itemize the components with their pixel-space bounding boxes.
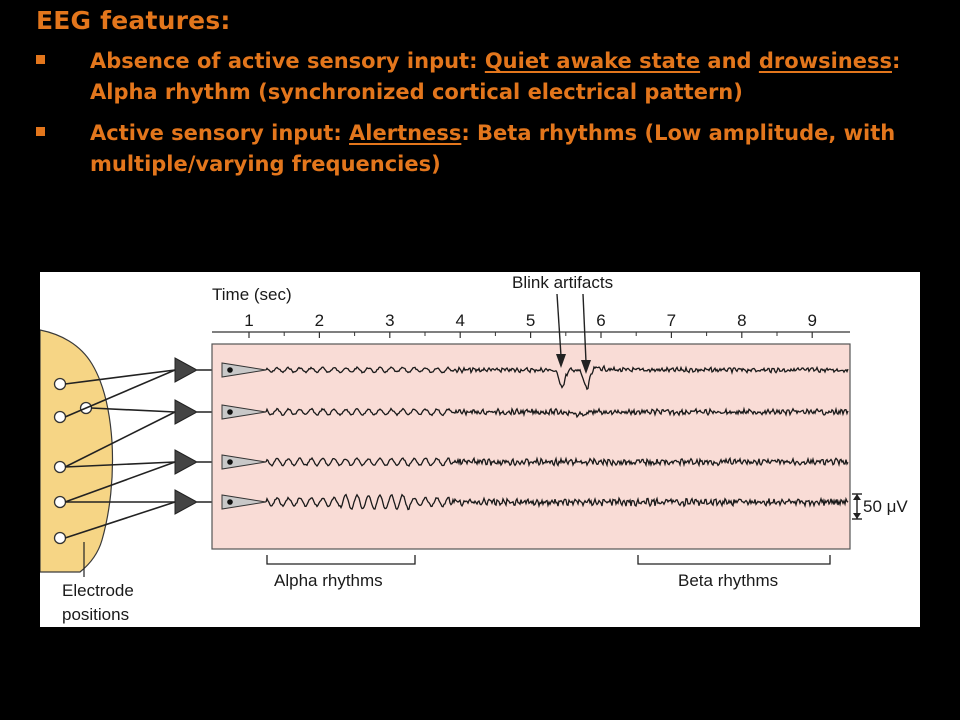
arrow-down-icon [581,360,591,374]
electrode-label-line2: positions [62,605,129,624]
pen-icon [221,404,267,420]
recording-panel [211,343,851,550]
bullet-text-part-underlined: Alertness [349,121,462,145]
time-tick-label: 2 [315,311,324,330]
electrode-dot [53,495,67,509]
bullet-text-part-underlined: Quiet awake state [484,49,701,73]
electrode-label-line1: Electrode [62,581,134,600]
slide-title: EEG features: [36,6,231,35]
bullet-text: Active sensory input: Alertness: Beta rh… [90,121,895,176]
pen-icons [221,362,267,510]
blink-artifacts-label: Blink artifacts [512,273,613,292]
bullet-text-part: Active sensory input: [90,121,350,145]
rhythm-brackets [266,555,831,565]
bullet-item: Absence of active sensory input: Quiet a… [36,46,936,108]
bullet-list: Absence of active sensory input: Quiet a… [36,46,936,190]
bullet-text-part: and [700,49,759,73]
amplifier-icons [174,357,224,515]
time-tick-label: 6 [596,311,605,330]
time-axis-label: Time (sec) [212,285,292,304]
electrode-dot [53,460,67,474]
head-silhouette [40,329,114,573]
eeg-diagram: Time (sec) 1 2 3 4 5 6 7 8 9 Blink artifacts 50 … [40,273,908,624]
blink-arrows [556,293,591,374]
eeg-figure: Time (sec) 1 2 3 4 5 6 7 8 9 Blink artifacts 50 … [40,272,920,627]
scale-bar [852,493,862,520]
eeg-trace-4 [265,493,849,511]
amplifier-icon [174,489,199,515]
scale-bar-label: 50 μV [863,497,908,516]
lead-wires [64,369,176,539]
time-tick-label: 3 [385,311,394,330]
time-tick-label: 5 [526,311,535,330]
square-bullet-icon [36,127,45,136]
time-ticks: 1 2 3 4 5 6 7 8 9 [244,311,817,338]
alpha-rhythms-label: Alpha rhythms [274,571,383,590]
time-tick-label: 4 [455,311,464,330]
eeg-trace-2 [265,406,849,419]
pen-icon [221,362,267,378]
electrode-dot [53,410,67,424]
electrode-dot [53,377,67,391]
bullet-text-part: Absence of active sensory input: [90,49,485,73]
eeg-trace-3 [265,456,849,468]
time-tick-label: 9 [807,311,816,330]
amplifier-icon [174,449,199,475]
amplifier-icon [174,357,199,383]
bullet-text: Absence of active sensory input: Quiet a… [90,49,900,104]
time-tick-label: 7 [667,311,676,330]
bullet-item: Active sensory input: Alertness: Beta rh… [36,118,936,180]
pen-icon [221,454,267,470]
bullet-text-part-underlined: drowsiness [758,49,892,73]
beta-rhythms-label: Beta rhythms [678,571,778,590]
arrow-down-icon [556,354,566,368]
time-tick-label: 1 [244,311,253,330]
electrode-dot [53,531,67,545]
time-tick-label: 8 [737,311,746,330]
bullet-text-part: : Beta rhythms (Low amplitude, with mult… [90,121,896,176]
eeg-trace-1 [265,364,849,391]
bullet-text-part: : Alpha rhythm (synchronized cortical el… [90,49,901,104]
square-bullet-icon [36,55,45,64]
amplifier-icon [174,399,199,425]
pen-icon [221,494,267,510]
